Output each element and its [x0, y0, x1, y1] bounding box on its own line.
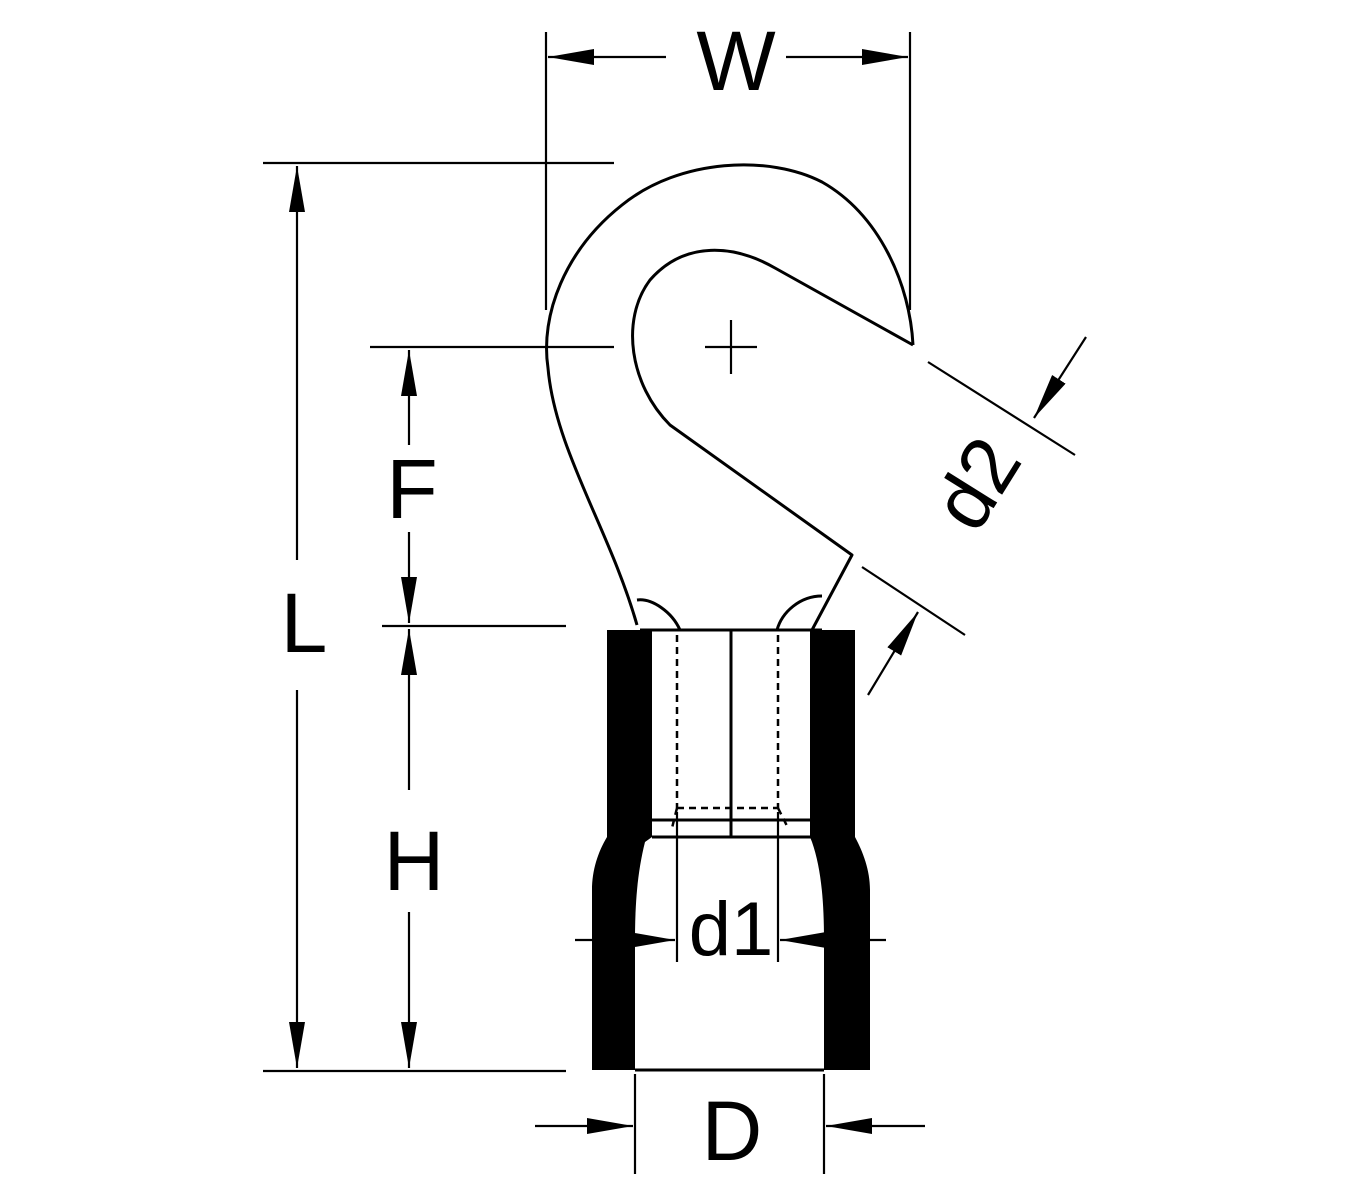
label-d1: d1 [689, 887, 774, 972]
label-d2: d2 [915, 422, 1038, 545]
barrel [640, 628, 822, 839]
insulation-right-wall [810, 630, 870, 1070]
dimension-d1: d1 [575, 812, 886, 972]
hook-inner-edge [631, 248, 914, 631]
insulation-left-wall [592, 630, 652, 1070]
hook-tongue [545, 163, 915, 631]
label-l: L [281, 576, 328, 670]
dimension-f: F [370, 345, 614, 628]
dimension-l: L [263, 161, 614, 1073]
label-w: W [696, 14, 775, 108]
center-mark-icon [705, 320, 757, 374]
dimension-d: D [535, 1074, 925, 1178]
dimension-d2: d2 [861, 336, 1087, 696]
dimension-w: W [544, 14, 912, 310]
hook-outer-edge [545, 163, 915, 626]
label-f: F [386, 442, 437, 536]
dimension-h: H [384, 629, 445, 1068]
label-h: H [384, 814, 445, 908]
neck-fillet-right [775, 594, 823, 631]
label-d: D [702, 1084, 763, 1178]
insulation-sleeve [592, 630, 870, 1072]
neck-fillet-left [636, 598, 682, 631]
